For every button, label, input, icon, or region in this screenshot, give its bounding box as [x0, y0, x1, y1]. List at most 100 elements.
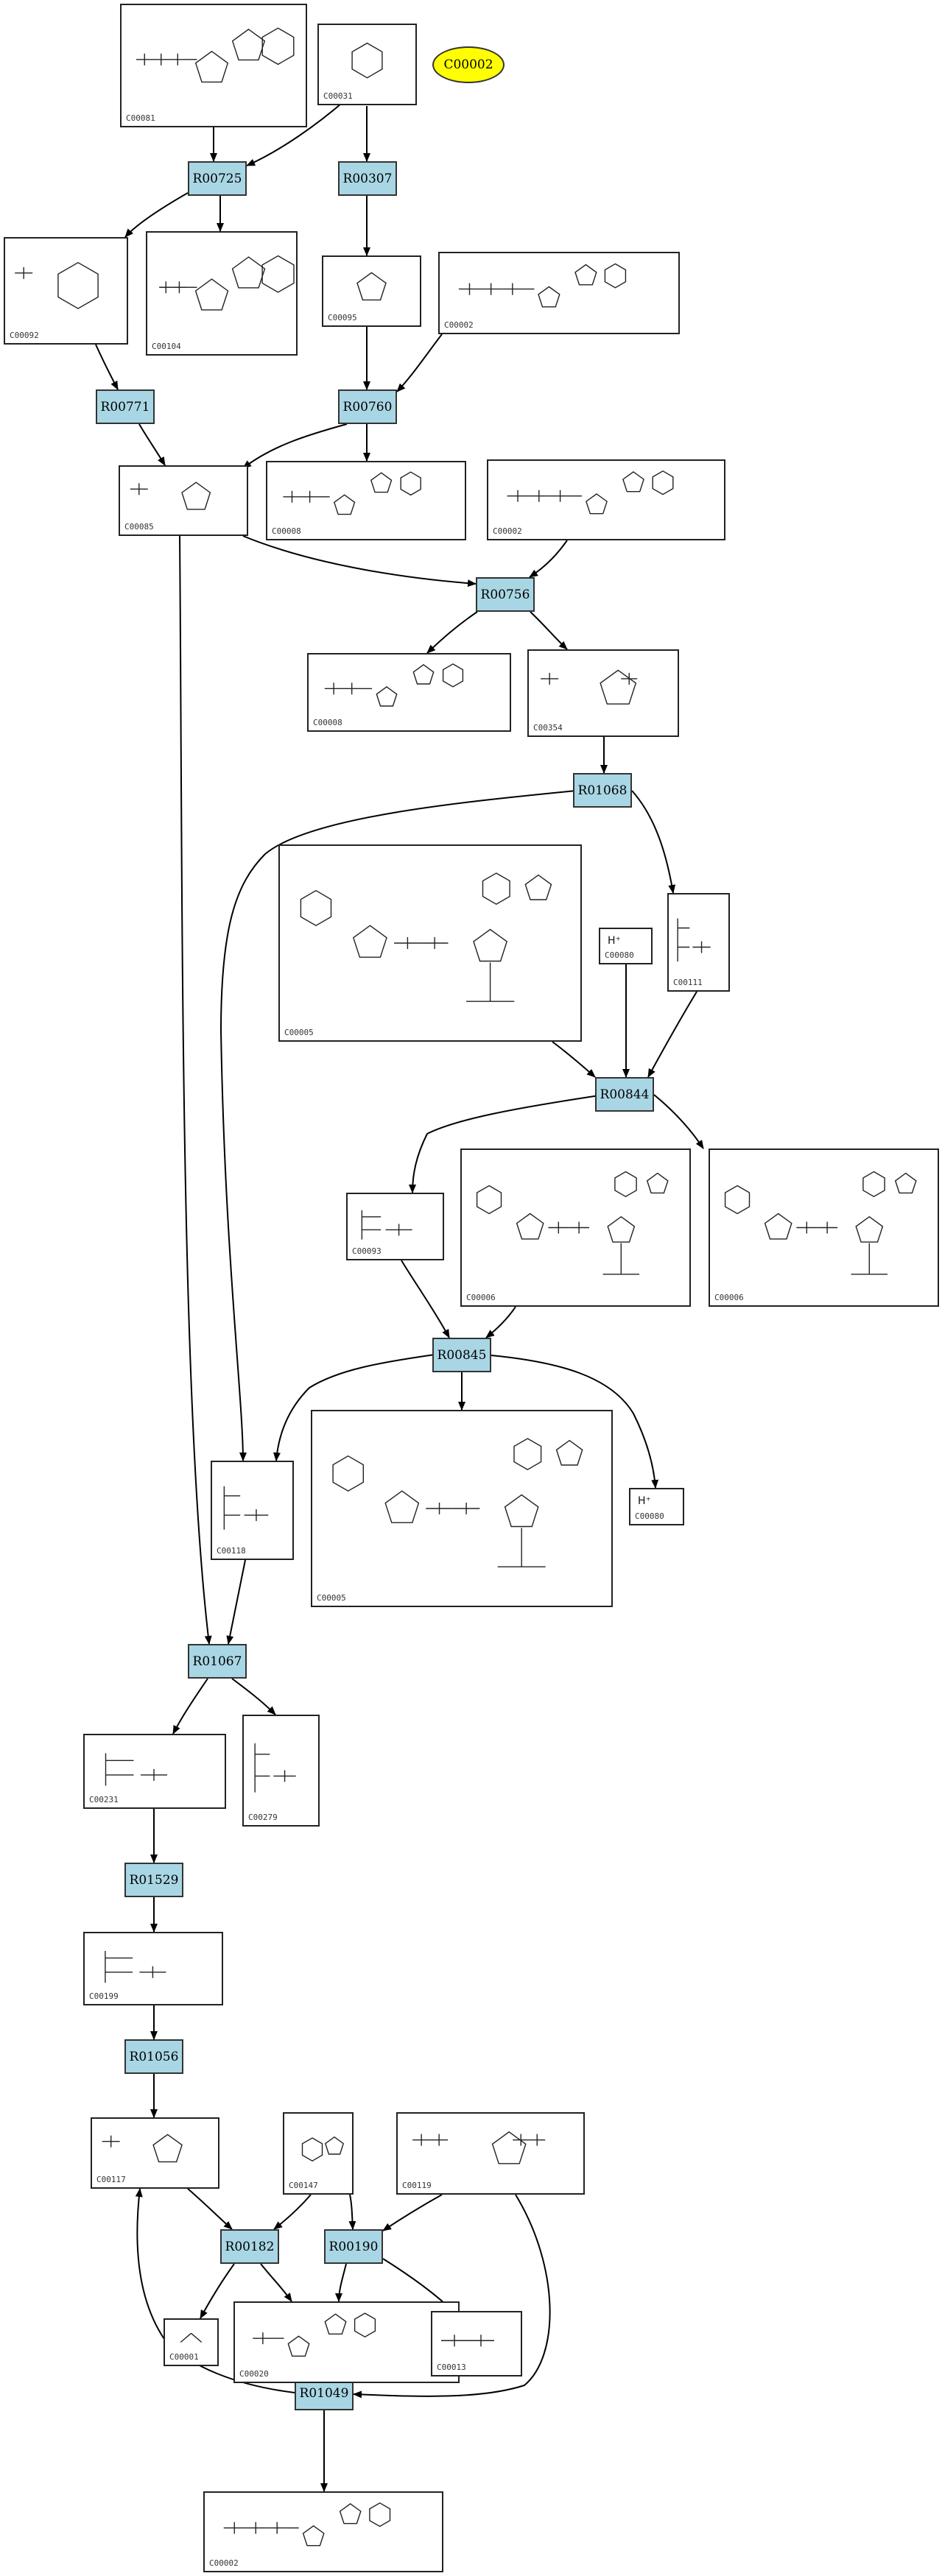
structure-drawing: [130, 481, 211, 510]
reaction-r00760[interactable]: R00760: [338, 389, 397, 424]
structure-drawing: [223, 1486, 269, 1530]
compound-id: C00001: [169, 2352, 199, 2362]
compound-c00005-b[interactable]: C00005: [311, 1410, 613, 1607]
compound-c00119[interactable]: C00119: [396, 2112, 585, 2195]
reaction-r00307[interactable]: R00307: [338, 161, 397, 196]
compound-c00080-b[interactable]: H⁺ C00080: [629, 1488, 684, 1525]
compound-c00031[interactable]: C00031: [317, 24, 417, 105]
structure-drawing: [136, 27, 295, 83]
reaction-r00771[interactable]: R00771: [96, 389, 155, 424]
compound-id: C00118: [217, 1546, 246, 1556]
reaction-edge: [348, 2194, 356, 2230]
structure-drawing: [159, 255, 295, 311]
proton-label: H⁺: [608, 935, 621, 947]
structure-drawing: [361, 1210, 412, 1240]
compound-id: C00013: [437, 2362, 466, 2372]
structure-drawing: [105, 1951, 166, 1983]
structure-drawing: [223, 2502, 391, 2547]
compound-c00081[interactable]: C00081: [120, 4, 307, 127]
compound-c00095[interactable]: C00095: [322, 255, 421, 327]
compound-c00002-c[interactable]: C00002: [203, 2491, 443, 2572]
reaction-edge: [231, 1678, 276, 1715]
structure-drawing: [300, 872, 552, 1002]
compound-c00117[interactable]: C00117: [91, 2117, 219, 2189]
compound-c00080-a[interactable]: H⁺C00080: [599, 928, 653, 964]
compound-c00008-a[interactable]: C00008: [266, 461, 466, 540]
structure-drawing: [351, 42, 383, 79]
compound-c00013[interactable]: C00013: [431, 2311, 522, 2376]
compound-c00231[interactable]: C00231: [83, 1734, 226, 1809]
compound-c00093[interactable]: C00093: [346, 1193, 444, 1260]
compound-id: C00020: [239, 2369, 269, 2379]
structure-drawing: [724, 1171, 917, 1275]
compound-id: C00002: [209, 2558, 239, 2568]
compound-id: C00231: [89, 1795, 119, 1804]
compound-c00085[interactable]: C00085: [119, 465, 248, 536]
compound-c00354[interactable]: C00354: [527, 649, 679, 737]
compound-id: C00002: [493, 526, 522, 536]
structure-drawing: [15, 261, 99, 309]
compound-c00001[interactable]: C00001: [164, 2318, 219, 2366]
reaction-r01068[interactable]: R01068: [573, 773, 632, 808]
compound-id: C00031: [323, 91, 353, 101]
compound-c00005-a[interactable]: C00005: [278, 844, 582, 1042]
structure-drawing: [180, 2332, 203, 2343]
compound-id: C00005: [284, 1028, 314, 1037]
reaction-r00725[interactable]: R00725: [188, 161, 247, 196]
compound-c00002-a[interactable]: C00002: [438, 252, 680, 334]
reaction-r00182[interactable]: R00182: [220, 2229, 279, 2264]
reaction-edge: [242, 535, 477, 587]
compound-id: C00147: [289, 2181, 318, 2190]
compound-id: C00117: [96, 2175, 126, 2184]
reaction-edge: [647, 991, 697, 1078]
reaction-r00756[interactable]: R00756: [476, 577, 535, 612]
reaction-r00190[interactable]: R00190: [324, 2229, 383, 2264]
compound-id: C00095: [328, 313, 357, 322]
compound-id: C00093: [352, 1246, 382, 1256]
structure-drawing: [541, 669, 638, 705]
reaction-edge: [200, 2263, 235, 2319]
reaction-r00844[interactable]: R00844: [595, 1077, 654, 1112]
reaction-edge: [273, 2194, 312, 2230]
structure-drawing: [283, 471, 421, 515]
reaction-r01067[interactable]: R01067: [188, 1644, 247, 1679]
compound-c00279[interactable]: C00279: [242, 1715, 320, 1827]
compound-c00199[interactable]: C00199: [83, 1932, 223, 2005]
reaction-edge: [631, 790, 676, 894]
reaction-edge: [529, 540, 568, 578]
reaction-r01529[interactable]: R01529: [124, 1863, 183, 1897]
compound-c00002-b[interactable]: C00002: [487, 459, 725, 540]
reaction-r00845[interactable]: R00845: [432, 1338, 491, 1372]
compound-id: C00279: [248, 1813, 278, 1822]
compound-c00104[interactable]: C00104: [146, 231, 298, 356]
reaction-edge: [653, 1094, 704, 1149]
compound-c00008-b[interactable]: C00008: [307, 653, 511, 732]
compound-c00092[interactable]: C00092: [4, 237, 128, 345]
compound-c00147[interactable]: C00147: [283, 2112, 354, 2195]
compound-c00006-b[interactable]: C00006: [709, 1148, 939, 1307]
reaction-edge: [530, 611, 568, 650]
compound-c00006-a[interactable]: C00006: [460, 1148, 691, 1307]
compound-id: C00008: [313, 718, 342, 727]
compound-id: C00080: [635, 1511, 664, 1521]
compound-id: C00081: [126, 113, 155, 123]
reaction-edge: [485, 1306, 516, 1338]
highlight-compound-label[interactable]: C00002: [432, 46, 505, 83]
reaction-r01056[interactable]: R01056: [124, 2039, 183, 2074]
compound-id: C00005: [317, 1593, 346, 1603]
compound-id: C00006: [714, 1293, 744, 1302]
structure-drawing: [253, 2312, 376, 2357]
reaction-edge: [179, 535, 212, 1645]
compound-id: C00199: [89, 1991, 119, 2001]
structure-drawing: [324, 663, 464, 707]
reaction-edge: [382, 2194, 443, 2231]
compound-c00118[interactable]: C00118: [211, 1461, 294, 1560]
reaction-edge: [226, 1559, 246, 1645]
compound-c00111[interactable]: C00111: [667, 893, 730, 992]
structure-drawing: [254, 1743, 296, 1793]
structure-drawing: [412, 2131, 546, 2164]
compound-c00020[interactable]: C00020: [233, 2301, 460, 2383]
structure-drawing: [356, 272, 387, 301]
proton-label: H⁺: [638, 1495, 651, 1507]
